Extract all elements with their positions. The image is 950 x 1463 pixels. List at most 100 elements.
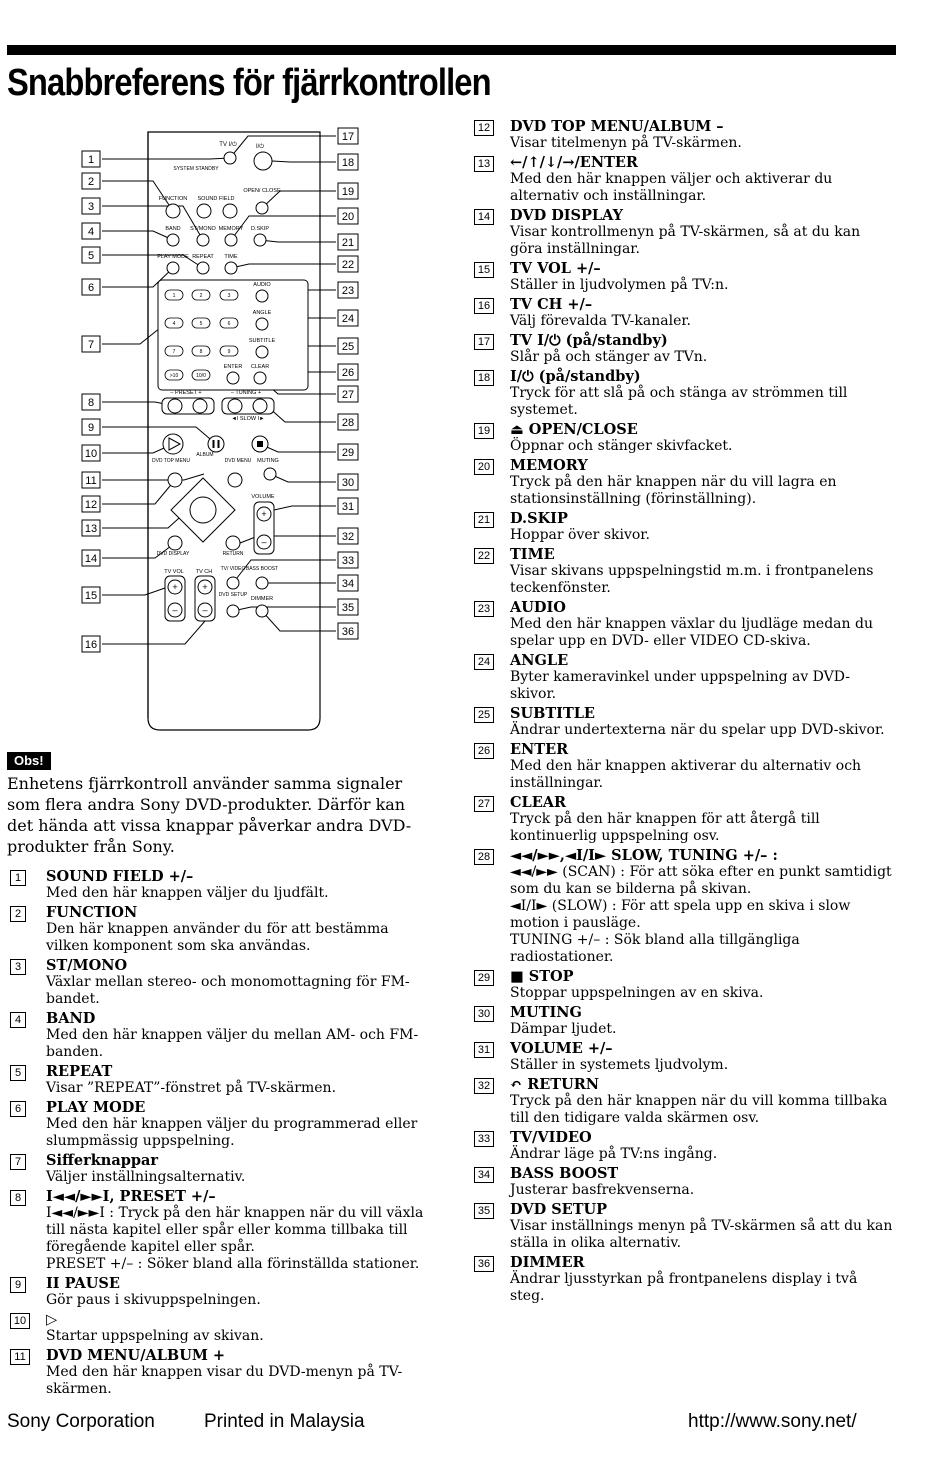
item-heading: MUTING bbox=[510, 1004, 582, 1021]
item-text: SOUND FIELD +/–Med den här knappen välje… bbox=[46, 868, 435, 902]
item-description: Stoppar uppspelningen av en skiva. bbox=[510, 985, 764, 1001]
tv-vol-label: TV VOL bbox=[164, 569, 184, 575]
callout-box bbox=[337, 153, 359, 171]
item-description: Öppnar och stänger skivfacket. bbox=[510, 438, 733, 454]
callout-box bbox=[337, 281, 359, 299]
item-heading: ←/↑/↓/→/ENTER bbox=[510, 154, 638, 171]
volume-minus bbox=[256, 534, 272, 550]
numeric-panel bbox=[157, 279, 309, 391]
footer-company: Sony Corporation bbox=[7, 1411, 155, 1432]
callout-number: 27 bbox=[342, 389, 354, 401]
item-heading: SOUND FIELD +/– bbox=[46, 868, 194, 885]
item-number: 13 bbox=[474, 156, 494, 172]
callout-box bbox=[337, 473, 359, 491]
item-description: Tryck på den här knappen för att återgå … bbox=[510, 811, 820, 844]
callout-line bbox=[102, 180, 174, 212]
item-number: 18 bbox=[474, 370, 494, 386]
item-heading: TV I/⏻ (på/standby) bbox=[510, 332, 668, 349]
footer-url[interactable]: http://www.sony.net/ bbox=[688, 1411, 857, 1432]
item-heading: ◄◄/►►,◄I/I► SLOW, TUNING +/– : bbox=[510, 847, 778, 864]
list-item-1: 1 SOUND FIELD +/–Med den här knappen välj… bbox=[10, 868, 435, 902]
return-button bbox=[225, 535, 241, 551]
dvd-setup-button bbox=[226, 604, 240, 618]
callout-number: 23 bbox=[342, 285, 354, 297]
item-text: VOLUME +/–Ställer in systemets ljudvolym… bbox=[510, 1040, 896, 1074]
item-heading: ANGLE bbox=[510, 652, 569, 669]
callout-box bbox=[337, 443, 359, 461]
callout-box bbox=[337, 622, 359, 640]
callout-line bbox=[229, 135, 336, 159]
preset-label: – PRESET + bbox=[170, 390, 201, 396]
audio-button bbox=[255, 289, 269, 303]
callout-box bbox=[81, 519, 101, 537]
item-text: I◄◄/►►I, PRESET +/–I◄◄/►►I : Tryck på de… bbox=[46, 1188, 435, 1273]
item-description: Ändrar ljusstyrkan på frontpanelens disp… bbox=[510, 1271, 858, 1304]
minus-sign: – bbox=[172, 605, 177, 615]
dvd-top-menu-button bbox=[167, 472, 183, 488]
top-rule bbox=[7, 45, 896, 55]
callout-box bbox=[81, 495, 101, 513]
number-key-label: 2 bbox=[200, 293, 203, 299]
callout-line bbox=[102, 426, 217, 445]
callout-box bbox=[337, 182, 359, 200]
callout-number: 11 bbox=[85, 475, 96, 487]
play-mode-label: PLAY MODE bbox=[157, 254, 189, 260]
callout-number: 10 bbox=[85, 448, 97, 460]
item-heading: BAND bbox=[46, 1010, 96, 1027]
callout-line bbox=[102, 620, 206, 645]
item-number: 15 bbox=[474, 262, 494, 278]
subtitle-label: SUBTITLE bbox=[249, 338, 276, 344]
item-number: 19 bbox=[474, 423, 494, 439]
item-number: 33 bbox=[474, 1131, 494, 1147]
item-description: Ändrar läge på TV:ns ingång. bbox=[510, 1146, 718, 1162]
callout-box bbox=[337, 255, 359, 273]
list-item-28: 28◄◄/►►,◄I/I► SLOW, TUNING +/– :◄◄/►► (S… bbox=[474, 847, 896, 966]
item-number: 29 bbox=[474, 970, 494, 986]
item-number: 9 bbox=[10, 1277, 26, 1293]
item-text: TV I/⏻ (på/standby)Slår på och stänger a… bbox=[510, 332, 896, 366]
callout-number: 25 bbox=[342, 341, 354, 353]
pause-icon bbox=[212, 440, 215, 448]
item-number: 20 bbox=[474, 459, 494, 475]
item-number: 11 bbox=[10, 1349, 30, 1365]
callout-line bbox=[273, 505, 336, 511]
item-description: Med den här knappen aktiverar du alterna… bbox=[510, 758, 862, 791]
callout-box bbox=[81, 335, 101, 353]
dvd-setup-label: DVD SETUP bbox=[219, 592, 248, 598]
power-label: I/⏻ bbox=[256, 143, 264, 150]
item-number: 1 bbox=[10, 870, 26, 886]
number-key bbox=[191, 345, 211, 357]
item-number: 7 bbox=[10, 1154, 26, 1170]
item-number: 16 bbox=[474, 298, 494, 314]
callout-line bbox=[102, 542, 176, 559]
play-icon bbox=[168, 437, 182, 451]
callout-line bbox=[102, 327, 161, 345]
tv-power-label: TV I/⏻ bbox=[219, 141, 237, 148]
callout-number: 32 bbox=[342, 531, 354, 543]
open-close-label: OPEN/ CLOSE bbox=[243, 188, 281, 194]
item-description: Med den här knappen väljer och aktiverar… bbox=[510, 171, 833, 204]
item-number: 24 bbox=[474, 654, 494, 670]
callout-number: 3 bbox=[88, 201, 94, 213]
tuning-label: – TUNING + bbox=[231, 390, 261, 396]
muting-label: MUTING bbox=[257, 458, 279, 464]
